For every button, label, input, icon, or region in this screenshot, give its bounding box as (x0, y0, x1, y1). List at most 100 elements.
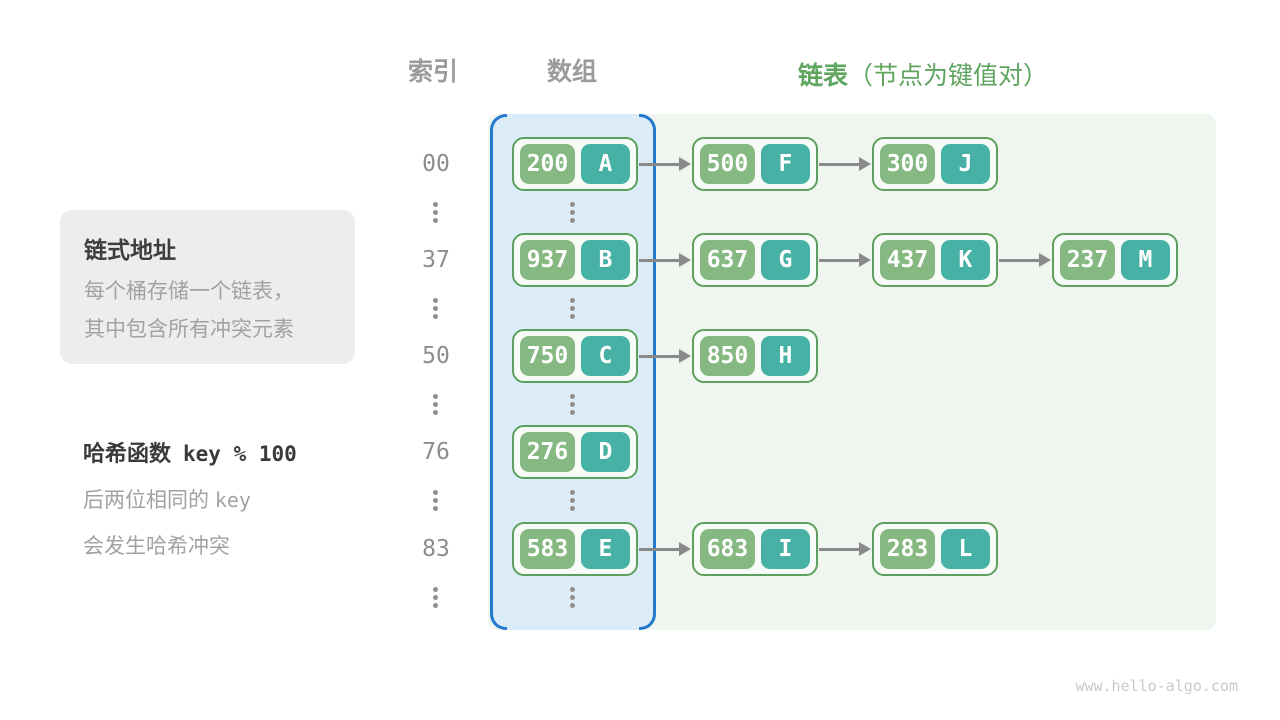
node-value-cell: G (760, 240, 810, 280)
dot (570, 490, 575, 495)
dot (570, 210, 575, 215)
chain-arrow (639, 541, 691, 557)
dot (570, 298, 575, 303)
node-value-cell: J (940, 144, 990, 184)
dot (570, 595, 575, 600)
hash-function-title-row: 哈希函数 key % 100 (83, 436, 383, 468)
note-box-title: 链式地址 (84, 237, 176, 263)
dot (570, 314, 575, 319)
node-key-cell: 637 (700, 240, 755, 280)
node-key-cell: 683 (700, 529, 755, 569)
node-value-cell: M (1120, 240, 1170, 280)
node-value-cell: D (580, 432, 630, 472)
arrow-head-icon (679, 253, 691, 267)
dot (433, 218, 438, 223)
node-value-cell: C (580, 336, 630, 376)
arrow-line (639, 547, 679, 551)
dot (570, 402, 575, 407)
hash-function-code: key % 100 (183, 442, 297, 466)
dot (433, 410, 438, 415)
dot (433, 210, 438, 215)
dot (570, 218, 575, 223)
array-ellipsis-dots (570, 298, 575, 319)
dot (433, 306, 438, 311)
hash-note-line-1-code: key (214, 488, 251, 512)
arrow-head-icon (1039, 253, 1051, 267)
array-ellipsis-dots (570, 394, 575, 415)
index-label: 50 (422, 343, 450, 369)
hash-function-label: 哈希函数 (83, 441, 172, 466)
array-ellipsis-dots (570, 490, 575, 511)
hash-note-line-2: 会发生哈希冲突 (83, 535, 230, 558)
node-value-cell: K (940, 240, 990, 280)
index-ellipsis-dots (433, 298, 438, 319)
arrow-line (639, 162, 679, 166)
dot (570, 498, 575, 503)
node-key-cell: 200 (520, 144, 575, 184)
dot (433, 394, 438, 399)
node-value-cell: B (580, 240, 630, 280)
node-key-cell: 583 (520, 529, 575, 569)
dot (433, 402, 438, 407)
arrow-line (819, 162, 859, 166)
arrow-head-icon (679, 157, 691, 171)
array-ellipsis-dots (570, 202, 575, 223)
index-label: 76 (422, 439, 450, 465)
dot (433, 298, 438, 303)
arrow-head-icon (859, 253, 871, 267)
index-label: 37 (422, 247, 450, 273)
node-value-cell: A (580, 144, 630, 184)
dot (570, 587, 575, 592)
dot (570, 306, 575, 311)
arrow-head-icon (859, 157, 871, 171)
array-ellipsis-dots (570, 587, 575, 608)
array-column-header: 数组 (546, 58, 598, 86)
watermark: www.hello-algo.com (1075, 677, 1238, 695)
node-key-cell: 937 (520, 240, 575, 280)
note-box-line-2: 其中包含所有冲突元素 (84, 318, 294, 342)
dot (570, 410, 575, 415)
chain-arrow (819, 252, 871, 268)
chaining-note-box: 链式地址 每个桶存储一个链表， 其中包含所有冲突元素 (60, 210, 355, 364)
node-key-cell: 850 (700, 336, 755, 376)
index-ellipsis-dots (433, 394, 438, 415)
list-column-header: 链表（节点为键值对） (798, 56, 1048, 92)
dot (570, 603, 575, 608)
node-key-cell: 750 (520, 336, 575, 376)
node-key-cell: 283 (880, 529, 935, 569)
node-key-cell: 237 (1060, 240, 1115, 280)
chain-arrow (639, 348, 691, 364)
index-ellipsis-dots (433, 202, 438, 223)
dot (433, 202, 438, 207)
array-bracket-left (490, 114, 507, 630)
arrow-line (639, 354, 679, 358)
index-label: 00 (422, 151, 450, 177)
dot (433, 603, 438, 608)
arrow-head-icon (859, 542, 871, 556)
index-ellipsis-dots (433, 587, 438, 608)
node-key-cell: 276 (520, 432, 575, 472)
index-ellipsis-dots (433, 490, 438, 511)
index-label: 83 (422, 536, 450, 562)
node-value-cell: F (760, 144, 810, 184)
arrow-line (999, 258, 1039, 262)
list-header-note: （节点为键值对） (848, 62, 1049, 90)
arrow-line (819, 547, 859, 551)
chain-arrow (819, 156, 871, 172)
node-value-cell: E (580, 529, 630, 569)
dot (433, 587, 438, 592)
dot (570, 202, 575, 207)
node-value-cell: I (760, 529, 810, 569)
